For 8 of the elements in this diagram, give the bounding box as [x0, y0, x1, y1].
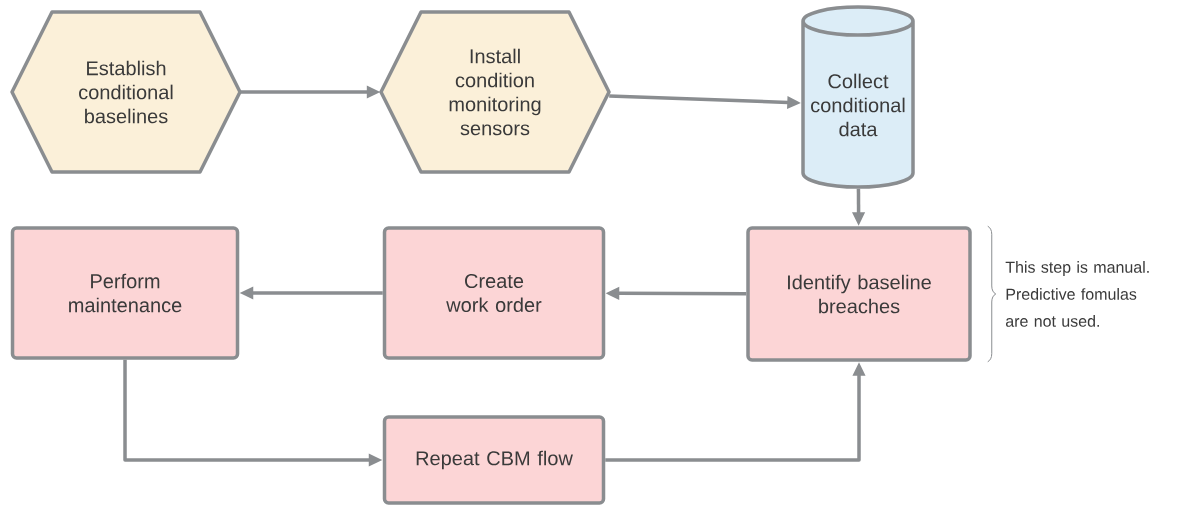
process-hexagon: Establish conditional baselines [10, 10, 242, 174]
process-box: Repeat CBM flow [382, 415, 606, 505]
process-box: Create work order [382, 226, 606, 360]
data-cylinder: Collect conditional data [801, 5, 915, 189]
process-hexagon: Install condition monitoring sensors [379, 10, 611, 174]
process-box: Identify baseline breaches [746, 226, 972, 362]
process-box: Perform maintenance [10, 226, 240, 360]
note-text: This step is manual. Predictive fomulas are not used. [1005, 261, 1149, 327]
